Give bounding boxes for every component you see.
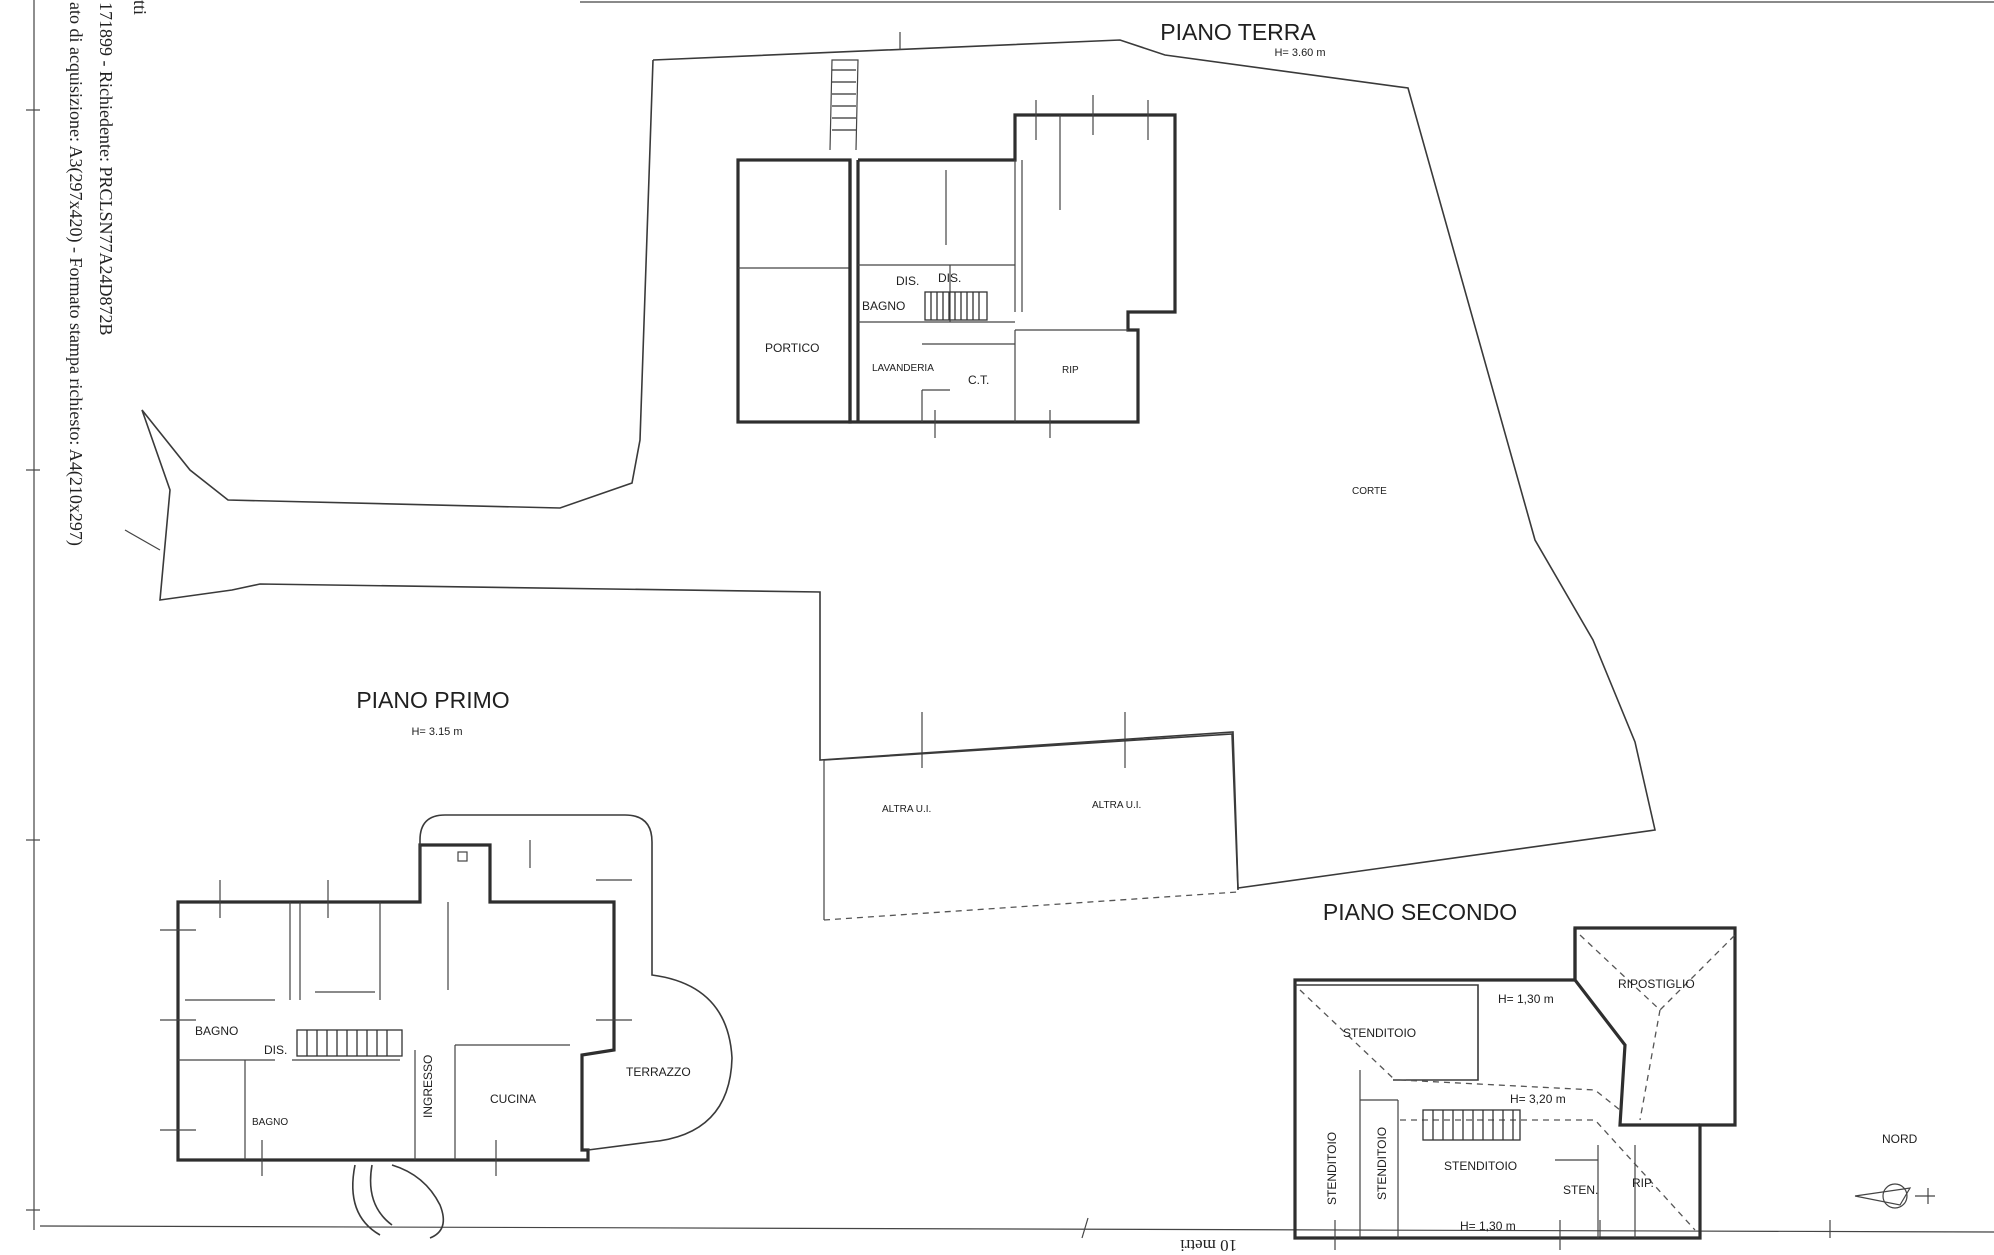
room-sten: STEN. <box>1563 1183 1598 1197</box>
room-rip-ground: RIP <box>1062 365 1079 376</box>
second-floor-plan <box>1293 926 1737 1250</box>
ground-floor-plan <box>736 59 1177 438</box>
room-altra-ui-2: ALTRA U.I. <box>1092 800 1141 811</box>
room-bagno-ground: BAGNO <box>862 299 905 313</box>
room-terrazzo: TERRAZZO <box>626 1065 691 1079</box>
room-corte: CORTE <box>1352 486 1387 497</box>
first-floor-title: PIANO PRIMO <box>356 687 509 713</box>
room-stenditoio-left-1: STENDITOIO <box>1325 1132 1339 1205</box>
north-arrow <box>1854 1183 1935 1209</box>
sidebar-axis <box>26 0 40 1230</box>
bottom-scale-line <box>39 1217 1994 1239</box>
room-dis-2: DIS. <box>938 271 961 285</box>
ground-floor-height: H= 3.60 m <box>1274 47 1325 59</box>
height-second-middle: H= 3,20 m <box>1510 1092 1566 1106</box>
room-ingresso: INGRESSO <box>421 1055 435 1118</box>
room-dis-1: DIS. <box>896 274 919 288</box>
room-stenditoio-top: STENDITOIO <box>1343 1026 1416 1040</box>
room-ct: C.T. <box>968 373 989 387</box>
room-cucina: CUCINA <box>490 1092 536 1106</box>
room-dis-first: DIS. <box>264 1043 287 1057</box>
room-rip-second: RIP. <box>1632 1176 1654 1190</box>
room-stenditoio-left-2: STENDITOIO <box>1375 1127 1389 1200</box>
first-floor-height: H= 3.15 m <box>411 726 462 738</box>
north-label: NORD <box>1882 1132 1918 1146</box>
room-altra-ui-1: ALTRA U.I. <box>882 804 931 815</box>
first-floor-plan <box>160 814 733 1239</box>
room-bagno-first-1: BAGNO <box>195 1024 238 1038</box>
height-second-top: H= 1,30 m <box>1498 992 1554 1006</box>
ground-floor-title: PIANO TERRA <box>1160 19 1316 45</box>
courtyard-boundary <box>124 32 1656 889</box>
scale-label: 10 metri <box>1180 1236 1238 1255</box>
room-bagno-first-2: BAGNO <box>252 1117 288 1128</box>
room-ripostiglio: RIPOSTIGLIO <box>1618 977 1695 991</box>
room-lavanderia: LAVANDERIA <box>872 363 934 374</box>
second-floor-title: PIANO SECONDO <box>1323 899 1517 925</box>
room-portico: PORTICO <box>765 341 819 355</box>
other-units <box>823 733 1239 921</box>
room-stenditoio-center: STENDITOIO <box>1444 1159 1517 1173</box>
height-second-bottom: H= 1,30 m <box>1460 1219 1516 1233</box>
